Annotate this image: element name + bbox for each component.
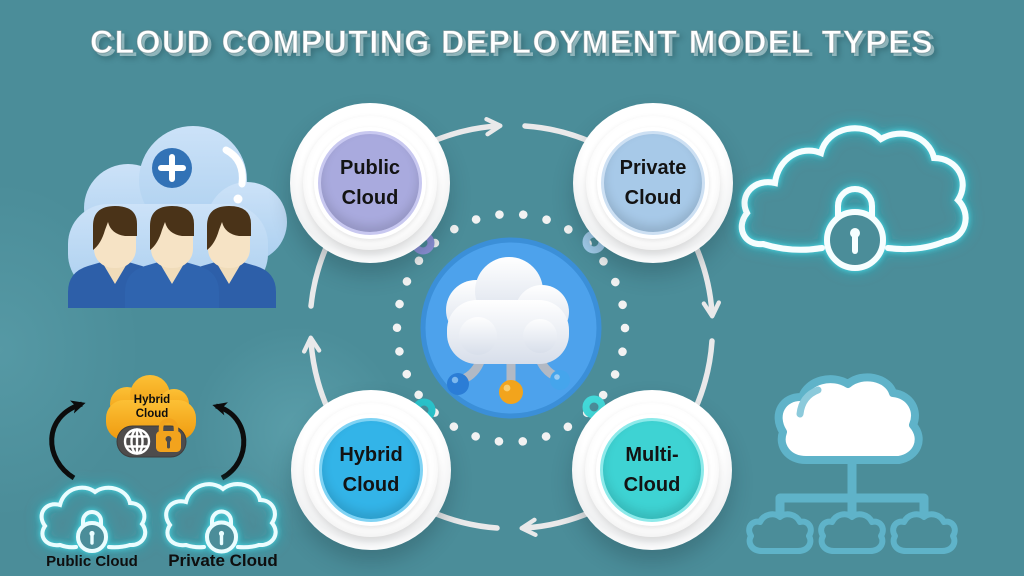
- public-cloud-caption: Public Cloud: [46, 553, 138, 570]
- cloud-3d-icon: [446, 257, 570, 404]
- node-label-line: Cloud: [623, 474, 681, 496]
- big-cloud: [774, 373, 923, 464]
- private-cloud-caption: Private Cloud: [168, 551, 278, 570]
- node-label-line: Public: [339, 157, 400, 179]
- node-private-cloud: Private Cloud: [573, 103, 733, 263]
- globe-icon: [123, 428, 151, 455]
- padlock-icon: [824, 186, 886, 271]
- node-label-line: Multi-: [625, 444, 679, 466]
- users-shared-cloud-illustration: [68, 126, 287, 308]
- page-title: CLOUD COMPUTING DEPLOYMENT MODEL TYPES: [90, 24, 934, 61]
- node-public-cloud-label: Public Cloud: [318, 131, 422, 235]
- node-label-line: Cloud: [341, 187, 399, 209]
- globe-lock-pill: [116, 418, 187, 458]
- node-label-line: Cloud: [624, 187, 682, 209]
- node-label-line: Cloud: [342, 474, 400, 496]
- curved-arrow-right: [212, 402, 247, 481]
- curved-arrow-left: [49, 400, 86, 481]
- node-hybrid-cloud: Hybrid Cloud: [291, 390, 451, 550]
- node-multi-cloud-label: Multi- Cloud: [600, 418, 704, 522]
- node-public-cloud: Public Cloud: [290, 103, 450, 263]
- central-hub: [392, 209, 630, 447]
- user-middle: [125, 206, 219, 308]
- hybrid-cloud-flow-illustration: [39, 375, 278, 554]
- small-clouds: [746, 511, 958, 554]
- node-label-line: Private: [619, 157, 687, 179]
- multi-cloud-network-icon: [746, 373, 958, 554]
- plus-icon: [152, 148, 192, 188]
- node-private-cloud-label: Private Cloud: [601, 131, 705, 235]
- neon-cloud-private: [164, 482, 278, 554]
- node-label-line: Hybrid: [339, 444, 403, 466]
- hybrid-cloud-text-line: Hybrid: [133, 394, 171, 406]
- neon-secure-cloud-lock-icon: [738, 125, 969, 271]
- neon-clouds: [39, 482, 278, 554]
- hybrid-cloud-text: Hybrid Cloud: [117, 394, 187, 421]
- dotted-ring: [392, 209, 630, 447]
- node-hybrid-cloud-label: Hybrid Cloud: [319, 418, 423, 522]
- padlock-icon: [156, 418, 181, 452]
- cloud-highlight: [222, 146, 246, 188]
- padlock-icon: [76, 510, 108, 553]
- node-multi-cloud: Multi- Cloud: [572, 390, 732, 550]
- neon-cloud-outline: [738, 125, 969, 248]
- neon-cloud-public: [39, 485, 148, 553]
- big-cloud-highlight: [796, 386, 822, 418]
- hybrid-cloud-text-line: Cloud: [135, 407, 169, 420]
- curved-arrows: [49, 400, 247, 481]
- padlock-icon: [205, 509, 238, 554]
